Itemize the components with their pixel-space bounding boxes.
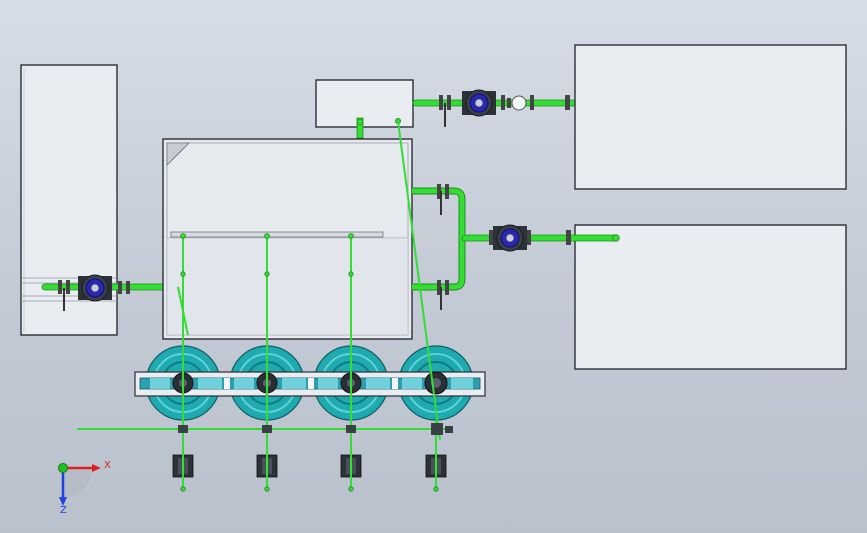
upper-check-valve-icon — [507, 95, 527, 111]
upper-pump-icon — [462, 89, 496, 117]
bottom-valve-4 — [425, 449, 447, 482]
left-pump-icon — [78, 274, 112, 302]
reel-row — [134, 345, 486, 421]
main-tank — [162, 138, 413, 340]
top-tank-drain-pipe — [356, 117, 364, 139]
middle-pump-icon — [493, 224, 527, 252]
bottom-valve-3 — [340, 449, 362, 482]
pipe-joint-dots — [180, 233, 439, 492]
bottom-header-pipe — [77, 423, 453, 435]
bottom-valve-2 — [256, 449, 278, 482]
reel-hub-4 — [424, 371, 448, 395]
lower-right-tank — [574, 224, 847, 370]
z-axis-label: Z — [60, 505, 67, 516]
bottom-valve-1 — [172, 449, 194, 482]
upper-right-tank — [574, 44, 847, 190]
x-axis-label: X — [104, 460, 111, 471]
coordinate-triad: X Z — [58, 460, 111, 516]
